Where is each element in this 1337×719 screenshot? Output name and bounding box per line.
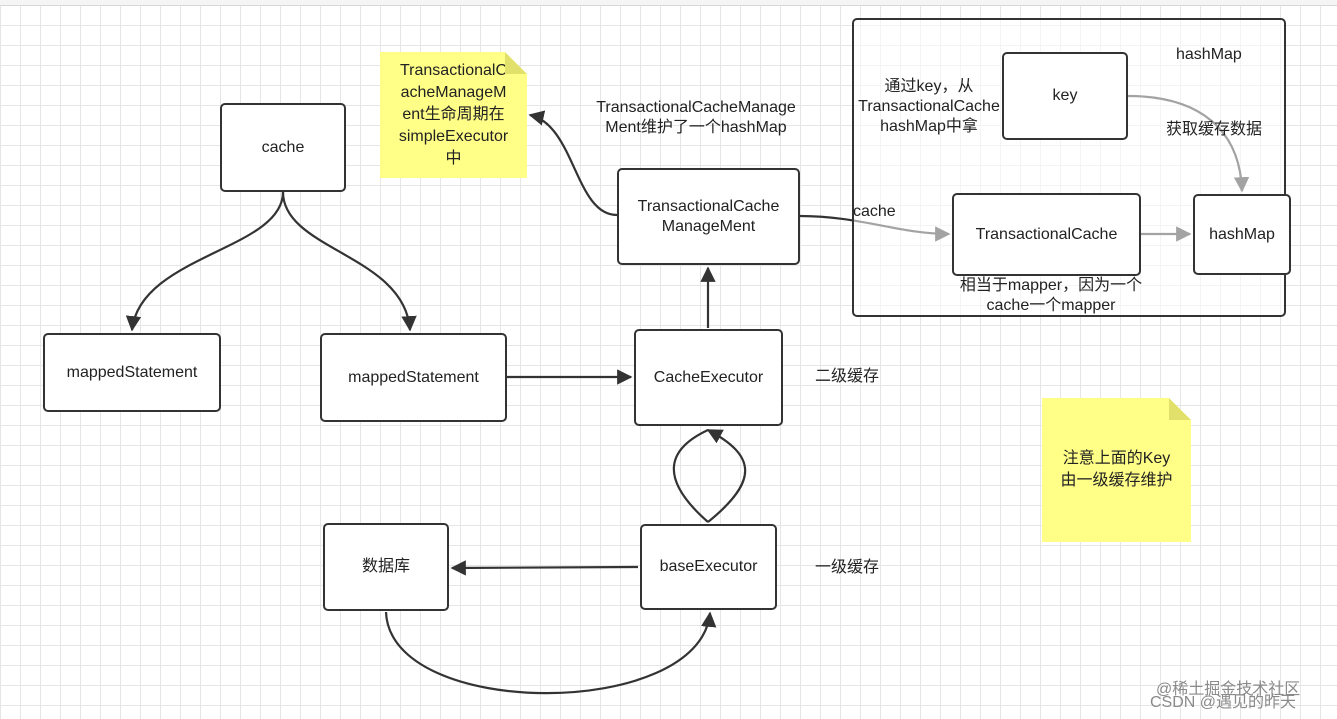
key-node[interactable]: key [1002,52,1128,140]
hashmap-label: hashMap [1209,225,1275,243]
editor-top-bar [0,0,1337,6]
tcm-maintains-line: TransactionalCacheManage [596,99,796,116]
database-label: 数据库 [361,558,410,575]
mapped-statement-right-label: mappedStatement [348,368,479,386]
first-level-cache-label: 一级缓存 [815,559,880,576]
edge-base-to-cache-executor-left [672,429,709,523]
lifecycle-note-line: 中 [445,150,462,167]
get-by-key-line: hashMap中拿 [880,118,978,135]
cache-executor-node[interactable]: CacheExecutor [634,329,783,426]
second-level-cache-label: 二级缓存 [815,368,880,385]
mapped-statement-left-node[interactable]: mappedStatement [43,333,221,412]
mapped-statement-right-node[interactable]: mappedStatement [320,333,507,422]
base-executor-node[interactable]: baseExecutor [640,524,777,610]
get-by-key-label: 通过key，从 TransactionalCache hashMap中拿 [853,77,1005,137]
equivalent-mapper-line: 相当于mapper，因为一个 [959,277,1143,294]
edge-database-to-base [384,611,717,695]
mapped-statement-left-label: mappedStatement [66,363,198,381]
cache-edge-label: cache [853,203,896,220]
lifecycle-note-line: acheManageM [400,84,507,101]
get-by-key-line: TransactionalCache [858,98,1000,115]
get-cached-data-label: 获取缓存数据 [1166,121,1263,138]
edge-tcm-to-lifecycle-note [528,110,618,217]
tcm-label: TransactionalCache ManageMent [637,197,780,235]
transactional-cache-node[interactable]: TransactionalCache [952,193,1141,276]
lifecycle-note-line: ent生命周期在 [402,106,505,123]
watermark-csdn: CSDN @遇见的昨天 [1150,694,1297,711]
cache-node-label: cache [261,138,305,156]
database-node[interactable]: 数据库 [323,523,449,611]
equivalent-mapper-line: cache一个mapper [986,297,1116,314]
lifecycle-note-line: simpleExecutor [398,128,509,145]
lifecycle-note-line: TransactionalC [399,62,507,79]
edge-cache-to-mapped-right [281,191,417,332]
key-label: key [1052,87,1078,104]
cache-node[interactable]: cache [220,103,346,192]
edge-base-to-database [450,560,639,576]
transactional-cache-label: TransactionalCache [975,225,1118,243]
key-maintenance-note[interactable]: 注意上面的Key 由一级缓存维护 [1042,398,1191,542]
tcm-maintains-label: TransactionalCacheManage Ment维护了一个hashMa… [580,98,812,138]
key-note-line: 由一级缓存维护 [1060,472,1173,489]
key-note-line: 注意上面的Key [1062,450,1171,467]
edge-base-to-cache-executor-right [706,429,747,523]
lifecycle-note[interactable]: TransactionalC acheManageM ent生命周期在 simp… [380,52,527,178]
tcm-node[interactable]: TransactionalCache ManageMent [617,168,800,265]
base-executor-label: baseExecutor [659,558,758,575]
container-title: hashMap [1176,46,1242,63]
edge-cache-to-mapped-left [125,191,285,332]
tcm-maintains-line: Ment维护了一个hashMap [605,119,787,136]
watermark-juejin: @稀土掘金技术社区 [1156,681,1301,698]
cache-executor-label: CacheExecutor [653,368,764,386]
equivalent-mapper-label: 相当于mapper，因为一个 cache一个mapper [948,276,1154,316]
hashmap-node[interactable]: hashMap [1193,194,1291,275]
get-by-key-line: 通过key，从 [884,78,974,95]
